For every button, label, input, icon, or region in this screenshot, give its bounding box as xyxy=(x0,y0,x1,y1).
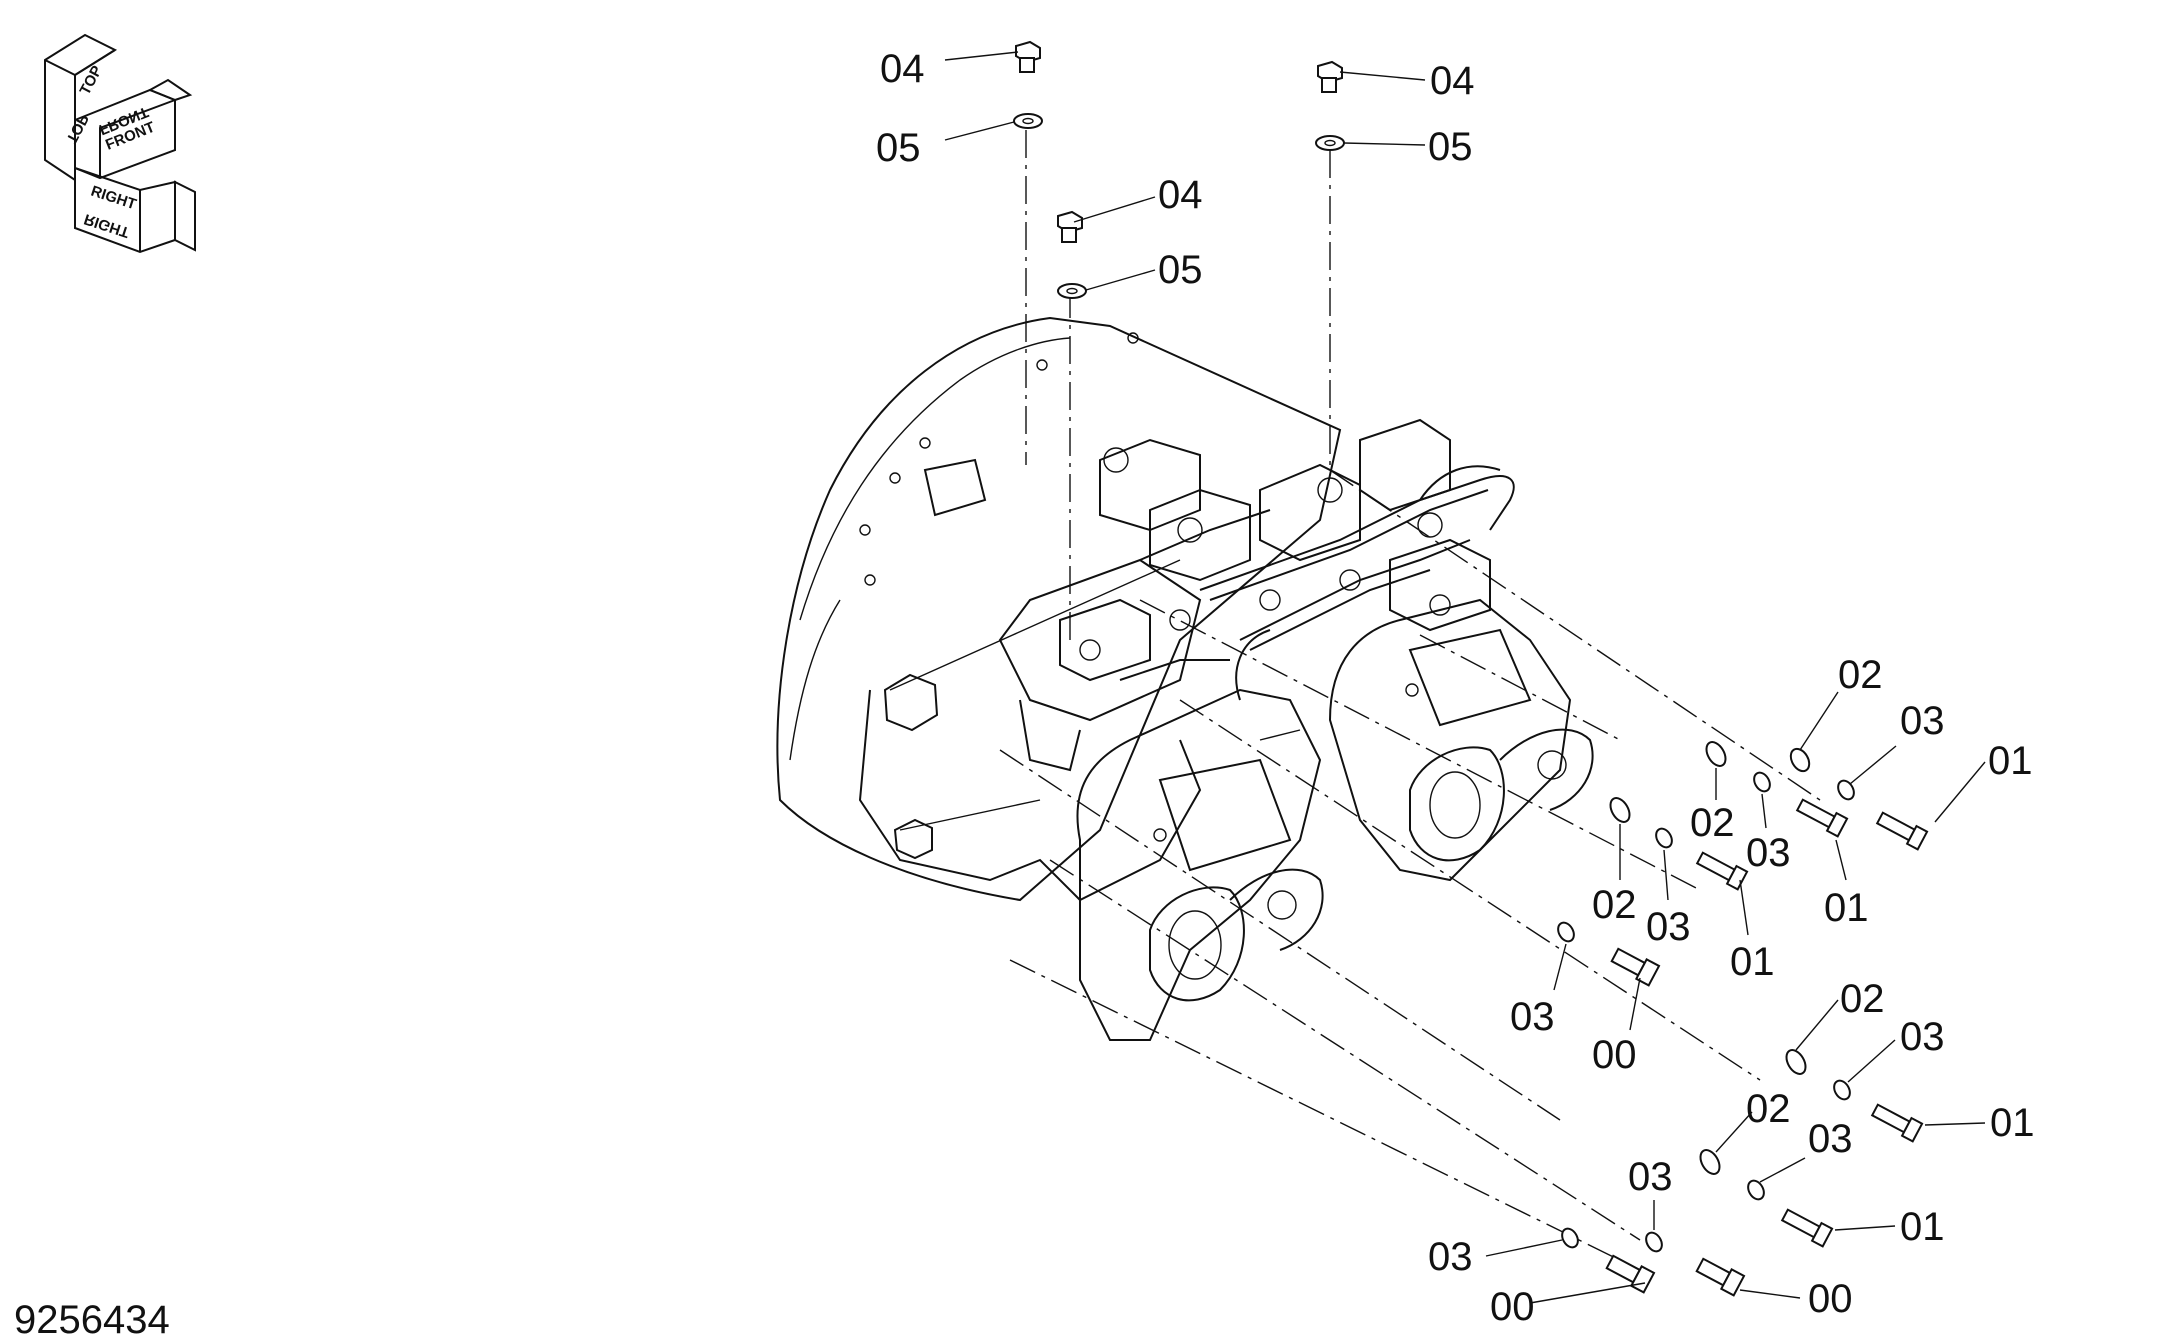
pump-assembly-drawing xyxy=(776,316,1594,1041)
side-hardware xyxy=(1557,741,1929,1297)
callout-02: 02 xyxy=(1592,883,1637,927)
callout-03: 03 xyxy=(1900,1015,1945,1059)
callout-03: 03 xyxy=(1900,699,1945,743)
bolt-04-left xyxy=(1015,40,1041,73)
callout-04: 04 xyxy=(880,47,925,91)
callout-02: 02 xyxy=(1746,1087,1791,1131)
callout-05: 05 xyxy=(1158,248,1203,292)
bolt-04-middle xyxy=(1057,210,1083,243)
callout-00: 00 xyxy=(1490,1285,1535,1329)
leader-lines xyxy=(944,51,1986,1304)
washer-05-middle xyxy=(1057,283,1087,299)
orientation-right-mirror-label: RIGHT xyxy=(82,210,132,241)
callout-05: 05 xyxy=(1428,125,1473,169)
callout-03: 03 xyxy=(1808,1117,1853,1161)
callout-02: 02 xyxy=(1690,801,1735,845)
drawing-number: 9256434 xyxy=(14,1298,170,1341)
callout-05: 05 xyxy=(876,126,921,170)
assembly-center-lines xyxy=(999,130,1821,1271)
orientation-top-mirror-label: TOP xyxy=(62,111,91,146)
washer-05-right xyxy=(1315,135,1345,151)
callout-01: 01 xyxy=(1990,1101,2035,1145)
callout-02: 02 xyxy=(1838,653,1883,697)
callout-00: 00 xyxy=(1592,1033,1637,1077)
callout-00: 00 xyxy=(1808,1277,1853,1321)
orientation-top-label: TOP xyxy=(77,63,106,98)
callout-01: 01 xyxy=(1900,1205,1945,1249)
washer-05-left xyxy=(1013,113,1043,129)
callout-01: 01 xyxy=(1824,886,1869,930)
orientation-arrow-icon: TOP TOP FRONT FRONT RIGHT RIGHT xyxy=(44,33,196,254)
callout-01: 01 xyxy=(1988,739,2033,783)
callout-04: 04 xyxy=(1430,59,1475,103)
callout-01: 01 xyxy=(1730,940,1775,984)
callout-03: 03 xyxy=(1428,1235,1473,1279)
callout-02: 02 xyxy=(1840,977,1885,1021)
callout-03: 03 xyxy=(1646,905,1691,949)
callout-04: 04 xyxy=(1158,173,1203,217)
callout-03: 03 xyxy=(1510,995,1555,1039)
callout-03: 03 xyxy=(1746,831,1791,875)
callout-labels: 04 05 04 05 04 05 02 03 01 02 03 01 02 0… xyxy=(876,47,2035,1329)
callout-03: 03 xyxy=(1628,1155,1673,1199)
bolt-04-right xyxy=(1317,60,1343,93)
